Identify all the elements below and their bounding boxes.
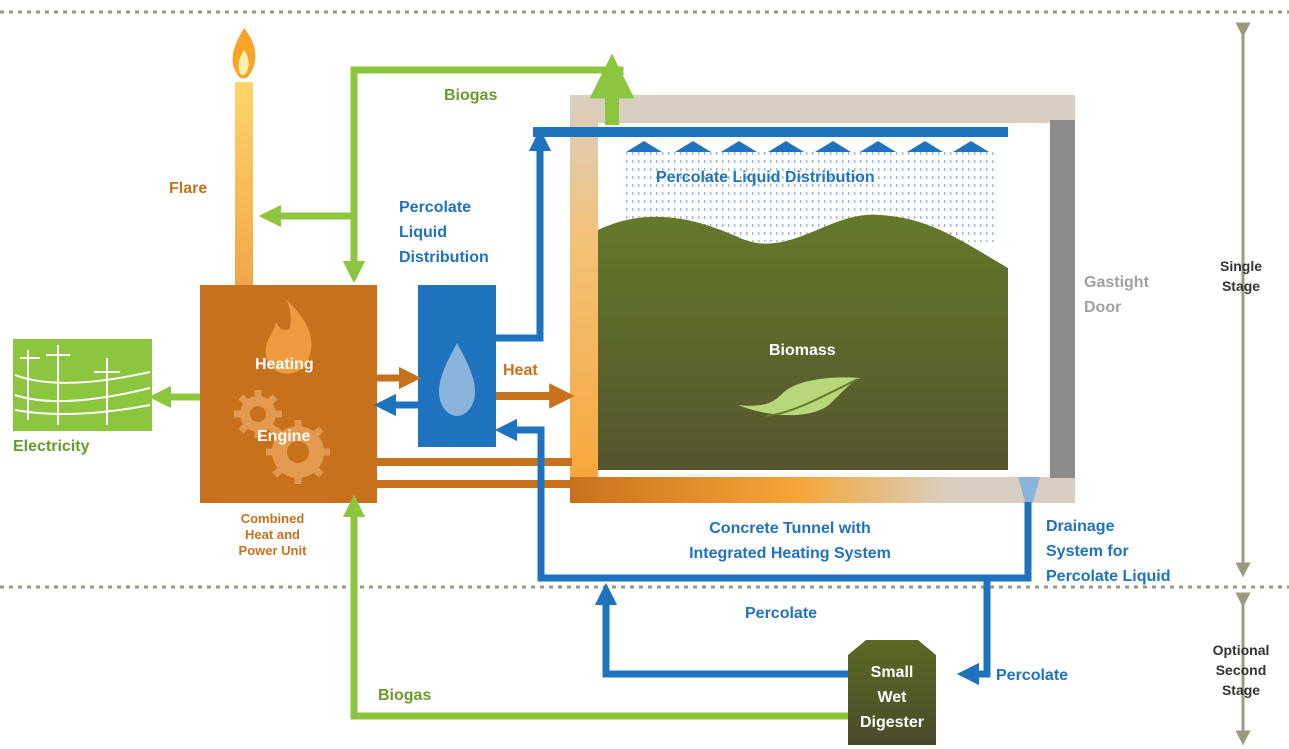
flare-label: Flare: [169, 180, 208, 197]
optional-second-stage-label: Optional Second Stage: [1212, 642, 1270, 698]
concrete-tunnel-label: Concrete Tunnel with Integrated Heating …: [689, 520, 891, 562]
flare-stack: [232, 28, 256, 287]
biogas-line-bottom: [342, 494, 848, 720]
biogas-line-top: [258, 53, 635, 284]
percolate-mid-label: Percolate: [745, 605, 818, 622]
water-drop-icon: [439, 343, 475, 416]
chp-unit-label: Combined Heat and Power Unit: [238, 511, 307, 558]
percolate-liquid-distribution-left-label: Percolate Liquid Distribution: [399, 199, 489, 266]
biogas-top-label: Biogas: [444, 87, 498, 104]
biomass-label: Biomass: [769, 342, 836, 359]
single-stage-label: Single Stage: [1219, 258, 1262, 294]
drain-funnel: [1018, 477, 1040, 502]
drainage-label: Drainage System for Percolate Liquid: [1046, 518, 1171, 585]
small-wet-digester: [848, 640, 936, 745]
distribution-pipe: [533, 127, 1008, 152]
heat-exchanger: [418, 285, 496, 447]
heating-label: Heating: [255, 356, 314, 373]
engine-label: Engine: [257, 428, 311, 445]
percolate-loop: [494, 128, 1032, 686]
leaf-icon: [738, 377, 860, 416]
gastight-door-label: Gastight Door: [1084, 274, 1149, 316]
gastight-door: [1050, 120, 1075, 478]
percolate-liquid-distribution-top-label: Percolate Liquid Distribution: [656, 169, 875, 186]
biogas-bottom-label: Biogas: [378, 687, 432, 704]
concrete-tunnel: [570, 95, 1075, 503]
electricity-label: Electricity: [13, 438, 90, 455]
percolate-right-label: Percolate: [996, 667, 1069, 684]
heat-label: Heat: [503, 362, 538, 379]
small-wet-digester-label: Small Wet Digester: [859, 664, 925, 731]
electricity-icon: [13, 339, 152, 431]
flame-icon: [265, 300, 312, 374]
chp-unit: [200, 285, 377, 503]
biomass-pile: [598, 214, 1008, 470]
